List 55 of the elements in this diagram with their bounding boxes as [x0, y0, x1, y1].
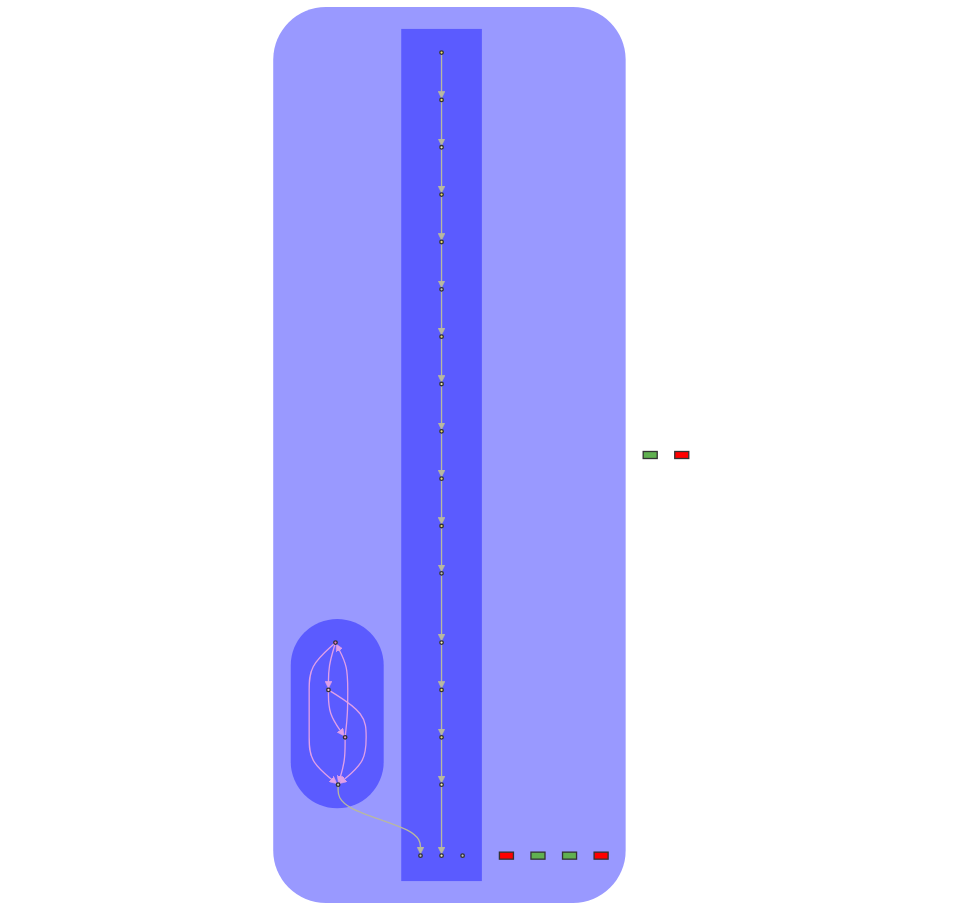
node-box [674, 450, 690, 460]
arrow [437, 385, 446, 430]
node-box [593, 851, 609, 860]
arrow [327, 691, 345, 737]
node-circle [439, 50, 444, 55]
node-circle [342, 734, 348, 740]
arrow [437, 785, 446, 855]
arrow [324, 643, 336, 689]
arrow [437, 53, 446, 99]
node-circle [439, 476, 444, 482]
arrow [437, 148, 446, 194]
arrow [308, 643, 338, 784]
node-circle [460, 853, 465, 859]
arrow [437, 432, 446, 478]
node-box [561, 851, 578, 860]
arrow [437, 479, 446, 525]
node-box [498, 851, 515, 860]
arrow [437, 574, 446, 642]
node-box [530, 851, 546, 860]
cluster [290, 618, 384, 809]
node-circle [439, 782, 444, 788]
node-circle [335, 782, 341, 788]
node-circle [439, 734, 444, 740]
arrow [329, 690, 367, 784]
arrow [336, 738, 346, 784]
arrow [437, 738, 446, 784]
arrow [437, 243, 446, 288]
node-circle [439, 334, 444, 340]
node-circle [439, 286, 444, 292]
arrow [437, 101, 446, 146]
node-circle [439, 687, 444, 693]
node-circle [439, 640, 444, 645]
arrow [335, 643, 349, 737]
node-circle [439, 97, 444, 103]
arrow [437, 337, 446, 383]
node-circle [439, 192, 444, 198]
node-circle [333, 640, 338, 645]
arrow [437, 195, 446, 241]
node-circle [439, 239, 444, 245]
node-circle [418, 853, 423, 859]
node-circle [439, 570, 444, 576]
node-circle [439, 381, 444, 387]
arrow [437, 691, 446, 736]
arrow [337, 785, 425, 855]
node-circle [439, 853, 444, 859]
node-circle [439, 428, 444, 434]
node-box [642, 450, 658, 460]
node-circle [439, 144, 444, 150]
cluster [401, 28, 482, 882]
arrow [437, 643, 446, 689]
cluster [273, 7, 626, 903]
node-circle [326, 687, 331, 693]
arrow [437, 290, 446, 336]
arrow [437, 527, 446, 572]
node-circle [439, 523, 444, 529]
